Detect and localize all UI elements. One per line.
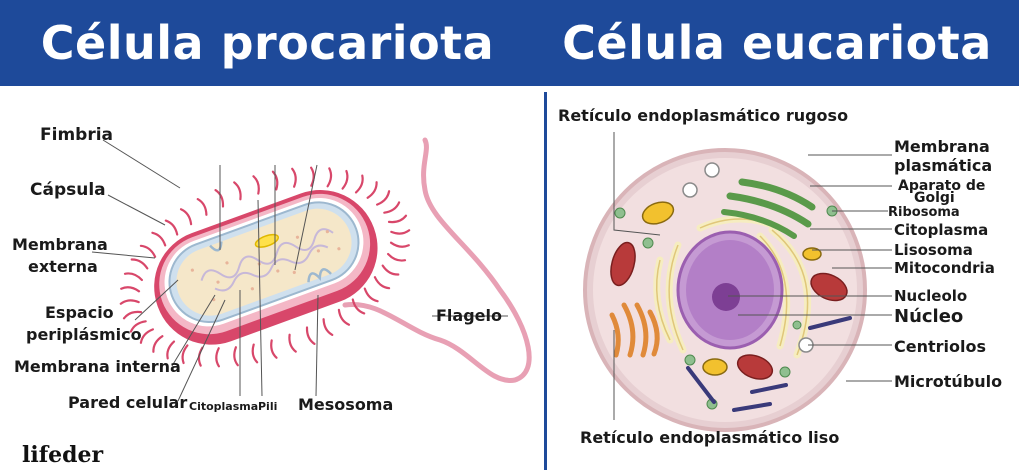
fimbria-strand — [216, 190, 224, 206]
label-mitocondria: Mitocondria — [894, 259, 995, 277]
fimbria-strand — [356, 176, 363, 193]
label-microtubulo: Microtúbulo — [894, 372, 1002, 391]
fimbria-strand — [384, 202, 399, 212]
fimbria-strand — [289, 335, 295, 352]
eukaryote-illustration: Retículo endoplasmático rugoso Membrana … — [558, 106, 1002, 447]
fimbria-strand — [388, 254, 405, 261]
fimbria-strand — [141, 329, 153, 342]
fimbria-strand — [198, 199, 207, 215]
fimbria-strand — [121, 287, 139, 291]
fimbria-strand — [234, 182, 240, 199]
label-membrana-plasmatica-2: plasmática — [894, 156, 992, 175]
fimbria-strand — [383, 266, 399, 275]
fimbria-strand — [324, 319, 333, 335]
fimbria-strand — [253, 345, 257, 363]
label-citoplasma-eu: Citoplasma — [894, 221, 988, 239]
label-membrana-externa-1: Membrana — [12, 235, 108, 254]
label-golgi-2: Golgi — [914, 190, 955, 206]
fimbria-strand — [181, 209, 191, 224]
fimbria-strand — [368, 182, 377, 198]
label-nucleo: Núcleo — [894, 306, 963, 327]
fimbria-strand — [343, 171, 348, 189]
fimbria-strand — [391, 243, 409, 247]
label-nucleolo: Nucleolo — [894, 287, 967, 305]
label-lisosoma: Lisosoma — [894, 241, 973, 259]
label-citoplasma-pro: Citoplasma — [189, 400, 258, 413]
label-membrana-plasmatica-1: Membrana — [894, 137, 990, 156]
label-membrana-externa-2: externa — [28, 257, 98, 276]
nucleolus — [712, 283, 740, 311]
lifeder-logo: lifeder — [22, 442, 103, 468]
fimbria-strand — [328, 168, 331, 186]
fimbria-strand — [339, 310, 349, 325]
label-rer: Retículo endoplasmático rugoso — [558, 106, 848, 125]
fimbria-strand — [121, 300, 139, 303]
fimbria-strand — [141, 246, 155, 257]
fimbria-strand — [254, 176, 259, 193]
fimbria-strand — [132, 259, 148, 268]
fimbria-strand — [292, 169, 296, 187]
fimbria-strand — [365, 289, 378, 302]
label-rel: Retículo endoplasmático liso — [580, 428, 839, 447]
label-flagelo: Flagelo — [436, 306, 502, 325]
label-espacio-2: periplásmico — [26, 325, 142, 344]
label-pared-celular: Pared celular — [68, 393, 187, 412]
fimbria-strand — [216, 348, 219, 366]
fimbria-strand — [152, 233, 165, 246]
label-pili: Pili — [258, 400, 277, 413]
prokaryote-illustration: Fimbria Cápsula Membrana externa Espacio… — [12, 125, 529, 414]
label-ribosoma: Ribosoma — [888, 205, 960, 220]
label-capsula: Cápsula — [30, 180, 106, 200]
fimbria-strand — [234, 347, 238, 365]
fimbria-strand — [153, 336, 162, 352]
label-fimbria: Fimbria — [40, 125, 113, 145]
fimbria-strand — [389, 216, 406, 222]
fimbria-strand — [167, 342, 174, 359]
fimbria-strand — [166, 221, 177, 235]
label-espacio-1: Espacio — [45, 303, 114, 322]
label-centriolos: Centriolos — [894, 337, 986, 356]
fimbria-strand — [391, 230, 409, 233]
fimbria-strand — [271, 340, 276, 357]
fimbria-strand — [375, 277, 389, 288]
bacterium-body — [138, 174, 393, 361]
fimbria-strand — [377, 191, 389, 204]
fimbria-strand — [125, 273, 142, 280]
fimbria-strand — [307, 328, 315, 344]
label-membrana-interna: Membrana interna — [14, 357, 181, 376]
label-mesosoma: Mesosoma — [298, 395, 393, 414]
